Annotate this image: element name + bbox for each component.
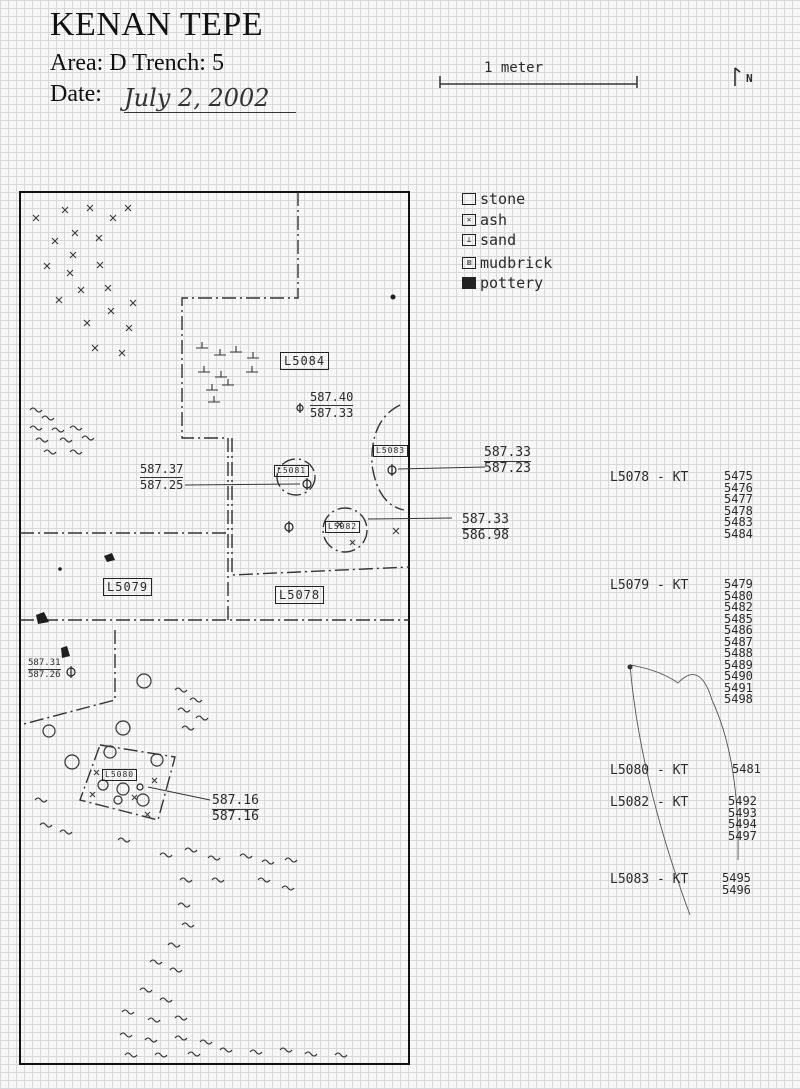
finds-locus-l5080: L5080 - KT xyxy=(610,763,689,778)
elevation-l5083: 587.33 587.23 xyxy=(484,446,531,476)
legend-item-sand: ⊥ sand xyxy=(462,231,516,249)
find-number: 5498 xyxy=(724,692,753,706)
legend-label: mudbrick xyxy=(480,254,553,272)
elevation-l5080: 587.16 587.16 xyxy=(212,794,259,824)
sheet-title: KENAN TEPE xyxy=(50,6,264,43)
mudbrick-icon: ⊠ xyxy=(462,257,476,269)
find-number: 5486 xyxy=(724,623,753,637)
find-number: 5482 xyxy=(724,600,753,614)
locus-label-l5078: L5078 xyxy=(275,586,325,604)
find-number: 5489 xyxy=(724,657,753,672)
scale-bar-label: 1 meter xyxy=(484,60,544,76)
wavy-marks xyxy=(29,407,348,1058)
elevation-top: 587.31 xyxy=(28,658,61,670)
locus-label-l5083: L5083 xyxy=(373,445,409,457)
finds-locus-l5082: L5082 - KT xyxy=(610,795,689,810)
legend-label: pottery xyxy=(480,274,544,292)
elevation-bottom: 587.26 xyxy=(28,670,61,680)
pottery-icon xyxy=(462,277,476,289)
elevation-top: 587.37 xyxy=(140,462,184,478)
area-trench-line: Area: D Trench: 5 xyxy=(50,50,224,76)
elevation-bottom: 587.33 xyxy=(310,406,354,420)
find-number: 5497 xyxy=(728,828,757,843)
elevation-top: 587.33 xyxy=(484,445,531,462)
find-number: 5490 xyxy=(724,669,753,683)
ash-marks xyxy=(32,204,137,357)
elevation-bottom: 587.25 xyxy=(140,478,184,492)
locus-label-l5084: L5084 xyxy=(280,352,330,370)
elevation-west: 587.31 587.26 xyxy=(28,658,61,680)
locus-label-l5081: L5081 xyxy=(274,465,310,477)
date-value: July 2, 2002 xyxy=(124,84,296,113)
locus-label-l5080: L5080 xyxy=(102,769,138,781)
find-number: 5476 xyxy=(724,480,753,495)
elevation-top: 587.16 xyxy=(212,793,259,810)
ash-icon: ✕ xyxy=(462,214,476,226)
stone-marks xyxy=(42,673,164,807)
legend-label: ash xyxy=(480,211,508,229)
find-number: 5475 xyxy=(724,469,753,483)
elevation-bottom: 587.16 xyxy=(212,809,259,824)
elevation-l5082: 587.33 586.98 xyxy=(462,513,509,543)
elevation-l5084: 587.40 587.33 xyxy=(310,390,354,420)
legend-label: stone xyxy=(480,190,526,208)
faint-sketch xyxy=(629,664,739,916)
find-number: 5493 xyxy=(728,805,757,820)
finds-locus-l5083: L5083 - KT xyxy=(610,872,689,887)
find-number: 5485 xyxy=(724,611,753,626)
find-number: 5494 xyxy=(728,817,757,831)
sand-marks xyxy=(196,342,259,403)
scale-bar xyxy=(439,76,638,88)
elevation-top: 587.33 xyxy=(462,512,509,529)
sand-icon: ⊥ xyxy=(462,234,476,246)
find-number: 5477 xyxy=(724,492,753,506)
elevation-top: 587.40 xyxy=(310,390,354,406)
find-number: 5491 xyxy=(724,680,753,695)
legend-label: sand xyxy=(480,231,517,249)
find-number: 5487 xyxy=(724,634,753,649)
locus-label-l5082: L5082 xyxy=(325,521,361,533)
find-number: 5492 xyxy=(728,794,757,808)
elevation-bottom: 587.23 xyxy=(484,461,531,476)
find-number: 5479 xyxy=(724,577,753,591)
locus-label-l5079: L5079 xyxy=(103,578,153,596)
find-number: 5488 xyxy=(724,646,753,660)
find-number: 5495 xyxy=(722,871,751,885)
legend-item-pottery: pottery xyxy=(462,274,543,292)
locus-boundaries xyxy=(19,192,410,821)
legend-item-mudbrick: ⊠ mudbrick xyxy=(462,254,552,272)
legend-item-ash: ✕ ash xyxy=(462,211,507,229)
finds-locus-l5078: L5078 - KT xyxy=(610,470,689,485)
finds-numbers-l5080: 5481 xyxy=(732,762,761,776)
find-number: 5496 xyxy=(722,882,751,897)
find-number: 5481 xyxy=(732,762,761,776)
elevation-bottom: 586.98 xyxy=(462,528,509,543)
pottery-marks xyxy=(36,294,396,658)
mudbrick-marks xyxy=(89,521,400,818)
legend-item-stone: stone xyxy=(462,190,525,208)
north-arrow-icon xyxy=(734,67,741,86)
leader-lines xyxy=(147,466,486,801)
stone-icon xyxy=(462,193,476,205)
find-number: 5480 xyxy=(724,588,753,603)
elevation-l5081: 587.37 587.25 xyxy=(140,462,184,492)
elevation-points xyxy=(66,403,397,791)
finds-locus-l5079: L5079 - KT xyxy=(610,578,689,593)
find-number: 5483 xyxy=(724,515,753,529)
north-label: N xyxy=(746,72,753,85)
find-number: 5484 xyxy=(724,526,753,541)
trench-outline xyxy=(19,191,410,1065)
find-number: 5478 xyxy=(724,503,753,518)
date-label: Date: xyxy=(50,81,102,107)
